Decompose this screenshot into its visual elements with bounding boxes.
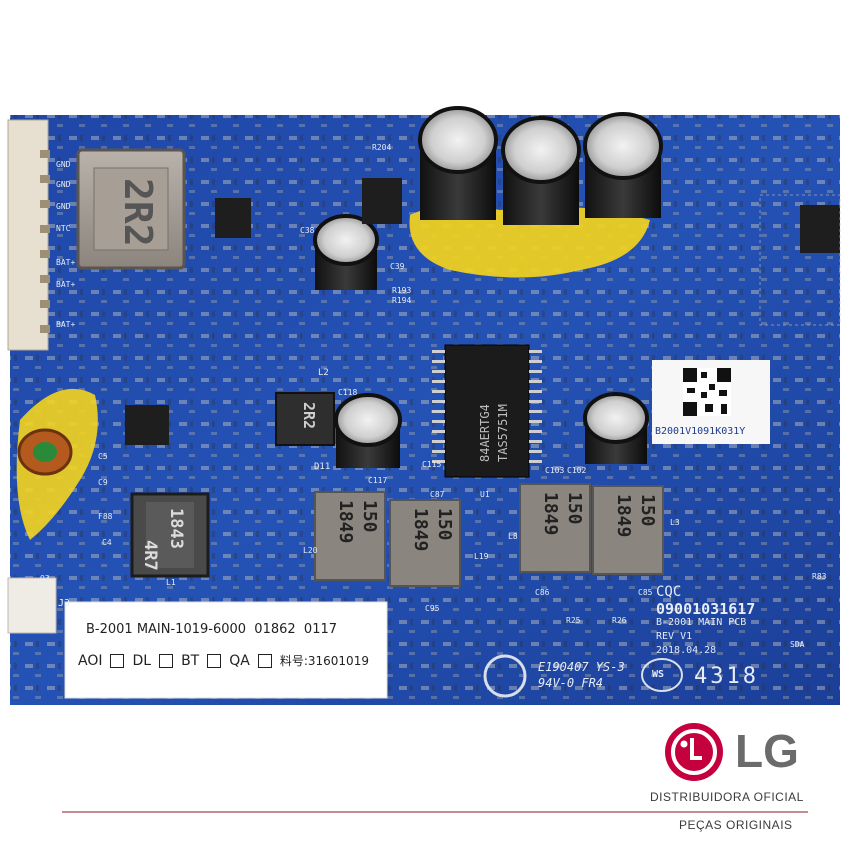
glue-top bbox=[409, 206, 650, 278]
ref-label: C87 bbox=[430, 490, 445, 499]
chip-marking-1: 84AERTG4 bbox=[478, 404, 492, 462]
capacitor-6 bbox=[583, 392, 649, 464]
pin-label: GND bbox=[56, 202, 71, 211]
check-aoi: AOI bbox=[78, 652, 103, 669]
ic-small-1 bbox=[215, 198, 251, 238]
inductor-left-code: 1843 bbox=[166, 508, 186, 549]
ws-text: WS bbox=[652, 669, 665, 680]
ref-label: C95 bbox=[425, 604, 440, 613]
pcb-rev: REV V1 bbox=[656, 631, 693, 642]
ref-label: L2 bbox=[318, 368, 329, 378]
qr-code bbox=[683, 368, 731, 416]
brand-name: LG bbox=[735, 725, 799, 777]
check-dl: DL bbox=[132, 652, 152, 669]
inductor-mid-marking: 2R2 bbox=[300, 402, 318, 430]
ref-label: C39 bbox=[390, 262, 405, 271]
chip-marking-2: TAS5751M bbox=[496, 404, 510, 462]
inductor-3-value: 150 bbox=[564, 492, 585, 525]
ref-label: J3 bbox=[58, 598, 71, 609]
ul-code: E190407 YS-3 bbox=[538, 660, 625, 674]
ref-label: C9 bbox=[98, 478, 108, 487]
inductor-3-code: 1849 bbox=[540, 492, 561, 536]
ref-label: SDA bbox=[790, 640, 805, 649]
pin-label: GND bbox=[56, 160, 71, 169]
inductor-2-value: 150 bbox=[434, 508, 455, 541]
pin-label: GND bbox=[56, 180, 71, 189]
checkbox-icon bbox=[257, 653, 272, 668]
ws-badge bbox=[641, 658, 683, 692]
sticker-line1: B-2001 MAIN-1019-6000 01862 0117 bbox=[86, 622, 338, 637]
ul-logo bbox=[483, 654, 527, 698]
brand-tagline: PEÇAS ORIGINAIS bbox=[679, 818, 793, 832]
check-qa: QA bbox=[229, 652, 250, 669]
inductor-2-code: 1849 bbox=[410, 508, 431, 552]
ref-label: R26 bbox=[612, 616, 627, 625]
pcb-date: 2018.04.28 bbox=[656, 645, 717, 656]
ref-label: L1 bbox=[166, 578, 176, 587]
cqc-mark: CQC bbox=[656, 584, 682, 600]
ref-label: D11 bbox=[314, 462, 331, 472]
checkbox-icon bbox=[159, 653, 174, 668]
cert-number: 09001031617 bbox=[656, 600, 756, 618]
checkbox-icon bbox=[110, 653, 125, 668]
ref-label: R204 bbox=[372, 143, 392, 152]
ref-label: C5 bbox=[98, 452, 108, 461]
pin-label: BAT+ bbox=[56, 280, 76, 289]
checkbox-icon bbox=[207, 653, 222, 668]
pin-label: BAT+ bbox=[56, 320, 76, 329]
ref-label: R83 bbox=[812, 572, 827, 581]
ref-label: R25 bbox=[566, 616, 581, 625]
ref-label: L19 bbox=[474, 552, 489, 561]
pcb-name: B-2001 MAIN PCB bbox=[656, 617, 747, 628]
brand-subtitle: DISTRIBUIDORA OFICIAL bbox=[650, 790, 804, 804]
ref-label: L8 bbox=[508, 532, 518, 541]
inductor-left-value: 4R7 bbox=[140, 540, 160, 571]
lot-number: 4318 bbox=[694, 664, 759, 689]
production-sticker bbox=[64, 601, 388, 699]
capacitor-1 bbox=[418, 106, 498, 220]
capacitor-3 bbox=[583, 112, 663, 218]
check-bt: BT bbox=[181, 652, 200, 669]
ref-label: F88 bbox=[98, 512, 113, 521]
ref-label: C85 bbox=[638, 588, 653, 597]
ref-label: C38 bbox=[300, 226, 315, 235]
inductor-mid bbox=[275, 392, 335, 446]
ic-small-3 bbox=[125, 405, 169, 445]
inductor-1-code: 1849 bbox=[335, 500, 356, 544]
lg-logo-mark bbox=[665, 723, 723, 781]
left-connector bbox=[7, 119, 49, 351]
ref-label: L20 bbox=[303, 546, 318, 555]
inductor-4-value: 150 bbox=[637, 494, 658, 527]
capacitor-2 bbox=[501, 116, 581, 225]
inductor-row bbox=[314, 483, 664, 587]
material-number: 料号:31601019 bbox=[279, 654, 369, 668]
ref-label: L3 bbox=[670, 518, 680, 527]
sticker-checks: AOI DL BT QA 料号:31601019 bbox=[78, 652, 369, 669]
pin-label: BAT+ bbox=[56, 258, 76, 267]
inductor-1-value: 150 bbox=[359, 500, 380, 533]
ul-rating: 94V-0 FR4 bbox=[538, 676, 604, 690]
ic-small-2 bbox=[362, 178, 402, 224]
ref-label: C103 bbox=[545, 466, 565, 475]
ref-label: C102 bbox=[567, 466, 587, 475]
ref-label: C115 bbox=[422, 460, 442, 469]
inductor-top-marking: 2R2 bbox=[116, 178, 160, 247]
capacitor-4 bbox=[313, 214, 379, 290]
capacitor-5 bbox=[334, 393, 402, 468]
ref-label: R193 bbox=[392, 286, 412, 295]
ref-label: C86 bbox=[535, 588, 550, 597]
inductor-4-code: 1849 bbox=[613, 494, 634, 538]
qr-caption: B2001V1091K031Y bbox=[655, 426, 746, 437]
ref-label: R194 bbox=[392, 296, 412, 305]
pin-label: NTC bbox=[56, 224, 71, 233]
ref-label: C4 bbox=[102, 538, 112, 547]
j3-connector bbox=[7, 577, 57, 634]
ic-small-4 bbox=[800, 205, 840, 253]
ref-label: Q3 bbox=[40, 574, 50, 583]
ref-label: C118 bbox=[338, 388, 358, 397]
ref-label: C117 bbox=[368, 476, 388, 485]
ref-label: U1 bbox=[480, 490, 490, 499]
